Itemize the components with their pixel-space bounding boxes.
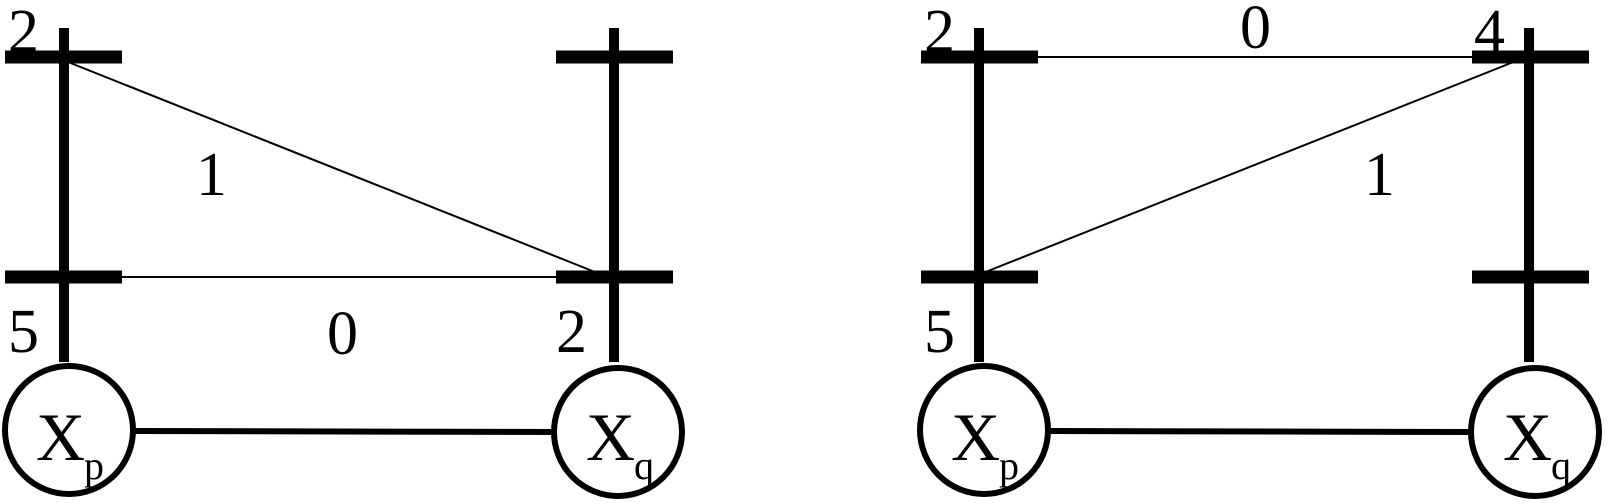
node-xq-label: X	[1503, 399, 1552, 475]
node-connector	[133, 428, 554, 435]
node-xp	[2, 363, 136, 497]
node-xp-label: X	[36, 399, 85, 475]
node-xq	[551, 365, 685, 499]
diagonal-edge	[67, 61, 601, 275]
diagram-right: X p X q 2 5 4 1 0	[917, 0, 1602, 499]
horizontal-edge-label: 0	[1240, 0, 1271, 62]
node-xq-subscript: q	[634, 443, 654, 488]
right-bottom-label: 2	[556, 298, 587, 366]
left-top-label: 2	[924, 0, 955, 66]
node-xq-label: X	[586, 399, 635, 475]
node-xp	[917, 363, 1051, 497]
diagonal-edge-label: 1	[196, 141, 227, 209]
node-xp-subscript: p	[84, 443, 104, 488]
right-top-label: 4	[1474, 0, 1505, 66]
left-bottom-label: 5	[924, 298, 955, 366]
left-bottom-label: 5	[8, 298, 39, 366]
diagonal-edge	[982, 60, 1517, 274]
node-xp-subscript: p	[999, 443, 1019, 488]
node-xq	[1468, 365, 1602, 499]
node-xp-label: X	[951, 399, 1000, 475]
node-xq-subscript: q	[1551, 443, 1571, 488]
horizontal-edge-label: 0	[327, 300, 358, 368]
diagonal-edge-label: 1	[1364, 141, 1395, 209]
diagram-left: X p X q 2 5 2 1 0	[2, 0, 685, 499]
left-top-label: 2	[8, 0, 39, 66]
node-connector	[1049, 428, 1471, 435]
